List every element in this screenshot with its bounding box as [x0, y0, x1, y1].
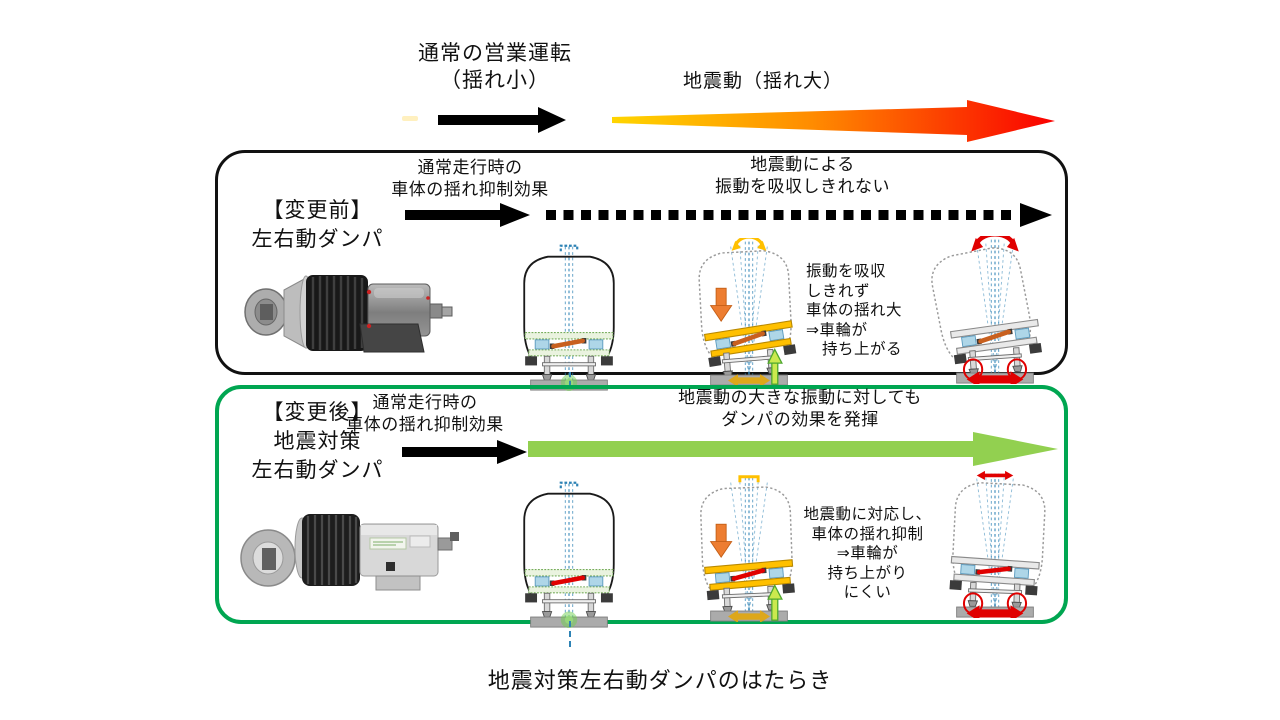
normal-operation-label: 通常の営業運転 （揺れ小） [418, 42, 572, 92]
train-diagram-before-quake-big [926, 236, 1064, 384]
earthquake-motion-label: 地震動（揺れ大） [682, 71, 843, 92]
before-normal-arrow-icon [405, 203, 530, 227]
lateral-damper-photo-before [240, 262, 455, 360]
after-normal-arrow-icon [402, 440, 527, 464]
before-result-text: 振動を吸収 しきれず 車体の揺れ大 ⇒車輪が 持ち上がる [806, 263, 903, 358]
train-diagram-after-normal [500, 480, 638, 628]
lateral-damper-photo-after [238, 500, 460, 600]
after-normal-effect-label: 通常走行時の 車体の揺れ抑制効果 [346, 393, 504, 434]
after-result-text: 地震動に対応し、 車体の揺れ抑制 ⇒車輪が 持ち上がり にくい [803, 506, 932, 601]
after-panel-title: 【変更後】 地震対策 左右動ダンパ [251, 401, 384, 482]
figure-caption: 地震対策左右動ダンパのはたらき [487, 668, 833, 693]
train-diagram-after-quake-big [926, 470, 1064, 618]
centerline-extension-before [569, 372, 571, 386]
train-diagram-before-quake-mid [680, 238, 818, 386]
train-diagram-after-quake-mid [680, 474, 818, 622]
centerline-extension-after [569, 621, 571, 647]
before-dotted-arrow-icon [546, 203, 1052, 227]
after-change-panel [215, 385, 1068, 624]
before-quake-effect-label: 地震動による 振動を吸収しきれない [715, 155, 890, 196]
before-normal-effect-label: 通常走行時の 車体の揺れ抑制効果 [391, 158, 549, 199]
after-green-arrow-icon [528, 432, 1058, 466]
before-change-panel [215, 150, 1068, 375]
earthquake-gradient-arrow-icon [612, 98, 1055, 144]
before-panel-title: 【変更前】 左右動ダンパ [251, 199, 384, 251]
after-quake-effect-label: 地震動の大きな振動に対しても ダンパの効果を発揮 [678, 388, 922, 429]
normal-operation-arrow-icon [438, 107, 566, 133]
train-diagram-before-normal [500, 243, 638, 391]
faint-yellow-mark [402, 116, 418, 121]
